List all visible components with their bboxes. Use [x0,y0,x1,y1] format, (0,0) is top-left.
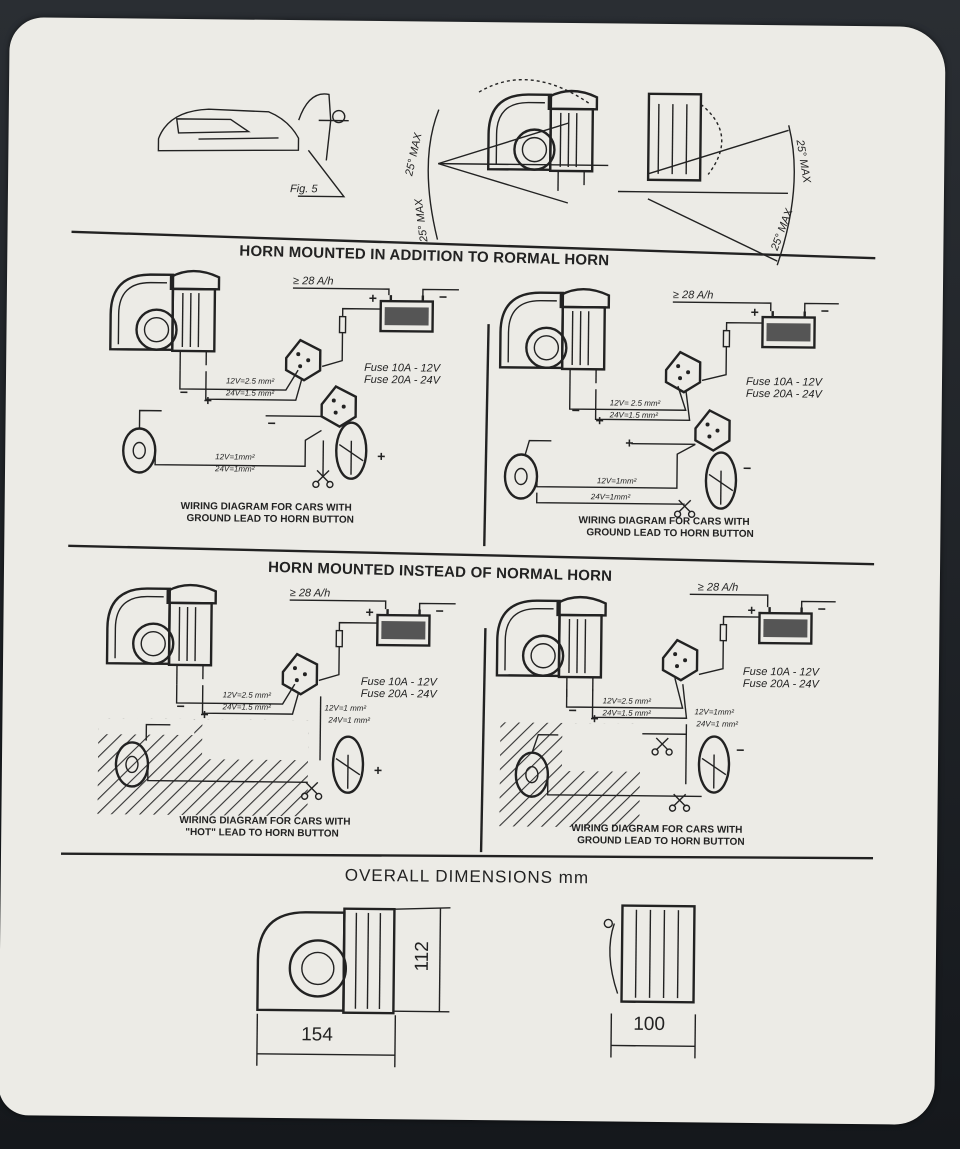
panel-divider [479,628,487,853]
svg-text:−: − [821,303,829,319]
fuse-label-1: Fuse 10A - 12V [743,666,821,679]
section2-title: HORN MOUNTED INSTEAD OF NORMAL HORN [268,559,613,585]
svg-text:−: − [568,702,576,718]
fuse-label-2: Fuse 20A - 24V [361,688,439,701]
svg-text:+: + [748,602,756,618]
fuse-label-1: Fuse 10A - 12V [361,676,439,689]
wire-spec-a1: 12V=2.5 mm² [226,376,275,386]
wire-spec-a1: 12V=2.5 mm² [223,690,272,700]
dimensions-title: OVERALL DIMENSIONS mm [345,866,589,888]
panel-divider [483,324,490,547]
angle-label-3: 25° MAX [793,138,812,185]
fuse-label-2: Fuse 20A - 24V [746,388,824,401]
divider-line [71,230,876,260]
wire-spec-b2: 24V=1mm² [214,464,255,473]
svg-text:+: + [596,412,604,428]
caption-line1: WIRING DIAGRAM FOR CARS WITH [181,501,352,514]
wire-spec-b2: 24V=1 mm² [327,715,370,724]
battery-capacity-label: ≥ 28 A/h [698,581,739,593]
svg-text:−: − [435,603,443,619]
svg-text:+: + [369,290,377,306]
section2-left-diagram: + − ≥ 28 A/h Fuse 10A - 12V Fuse 20A - 2… [97,582,456,840]
caption-line2: GROUND LEAD TO HORN BUTTON [186,513,354,526]
svg-text:−: − [176,698,184,714]
svg-text:+: + [374,762,382,778]
svg-text:−: − [572,402,580,418]
svg-text:−: − [439,289,447,305]
wire-spec-a1: 12V=2.5 mm² [603,696,652,706]
fuse-label-2: Fuse 20A - 24V [743,678,821,691]
section1-left-diagram: + − ≥ 28 A/h Fuse 10A - 12V Fuse 20A - 2… [108,269,459,526]
section1-right-diagram: + − ≥ 28 A/h Fuse 10A - 12V Fuse 20A - 2… [498,287,839,540]
divider-line [61,852,874,860]
width-dimension: 100 [633,1014,665,1035]
svg-text:−: − [267,415,275,431]
fuse-label-2: Fuse 20A - 24V [364,374,442,387]
svg-text:+: + [204,392,212,408]
length-dimension: 154 [301,1024,333,1045]
svg-text:+: + [200,706,208,722]
svg-text:+: + [625,435,633,451]
divider-line [68,544,875,566]
fuse-label-1: Fuse 10A - 12V [746,376,824,389]
wire-spec-a2: 24V=1.5 mm² [222,702,272,712]
svg-text:+: + [377,448,385,464]
battery-capacity-label: ≥ 28 A/h [290,587,331,599]
car-mounting-sketch: Fig. 5 [157,93,349,198]
height-dimension: 112 [412,941,433,972]
fig-label: Fig. 5 [290,183,319,195]
wire-spec-b2: 24V=1mm² [590,492,631,501]
angle-label-4: 25° MAX [769,207,796,254]
wiring-instruction-diagram: Fig. 5 25° MAX 25° MAX 25° MAX 25° MAX [61,78,876,1068]
instruction-sheet: Fig. 5 25° MAX 25° MAX 25° MAX 25° MAX [0,17,946,1125]
section2-right-diagram: + − ≥ 28 A/h Fuse 10A - 12V Fuse 20A - 2… [495,581,836,848]
caption-line2: GROUND LEAD TO HORN BUTTON [586,527,754,540]
angle-label-1: 25° MAX [403,131,425,178]
svg-text:−: − [180,384,188,400]
wire-spec-a2: 24V=1.5 mm² [601,708,651,718]
caption-line1: WIRING DIAGRAM FOR CARS WITH [571,823,742,836]
wire-spec-b2: 24V=1 mm² [695,719,738,728]
caption-line2: GROUND LEAD TO HORN BUTTON [577,835,745,848]
fuse-label-1: Fuse 10A - 12V [364,362,442,375]
mounting-angle-front: 25° MAX 25° MAX [403,78,609,244]
wire-spec-b1: 12V=1mm² [694,707,734,716]
caption-line1: WIRING DIAGRAM FOR CARS WITH [179,815,350,828]
battery-capacity-label: ≥ 28 A/h [293,275,334,287]
angle-label-2: 25° MAX [413,197,431,243]
dimension-drawing-front: 100 [603,904,697,1059]
wire-spec-b1: 12V=1mm² [597,476,637,485]
wire-spec-a1: 12V= 2.5 mm² [610,398,661,408]
svg-text:+: + [590,710,598,726]
wire-spec-b1: 12V=1 mm² [325,703,367,712]
mounting-angle-side: 25° MAX 25° MAX [617,92,813,266]
wire-spec-b1: 12V=1mm² [215,452,255,461]
dimension-drawing-side: 112 154 [256,907,451,1068]
battery-capacity-label: ≥ 28 A/h [673,289,714,301]
caption-line2: "HOT" LEAD TO HORN BUTTON [185,827,339,840]
svg-text:−: − [736,742,744,758]
wire-spec-a2: 24V=1.5 mm² [609,410,659,420]
caption-line1: WIRING DIAGRAM FOR CARS WITH [578,515,749,528]
svg-text:−: − [743,460,751,476]
svg-text:−: − [818,601,826,617]
wire-spec-a2: 24V=1.5 mm² [225,388,275,398]
svg-text:+: + [751,304,759,320]
svg-text:+: + [365,604,373,620]
